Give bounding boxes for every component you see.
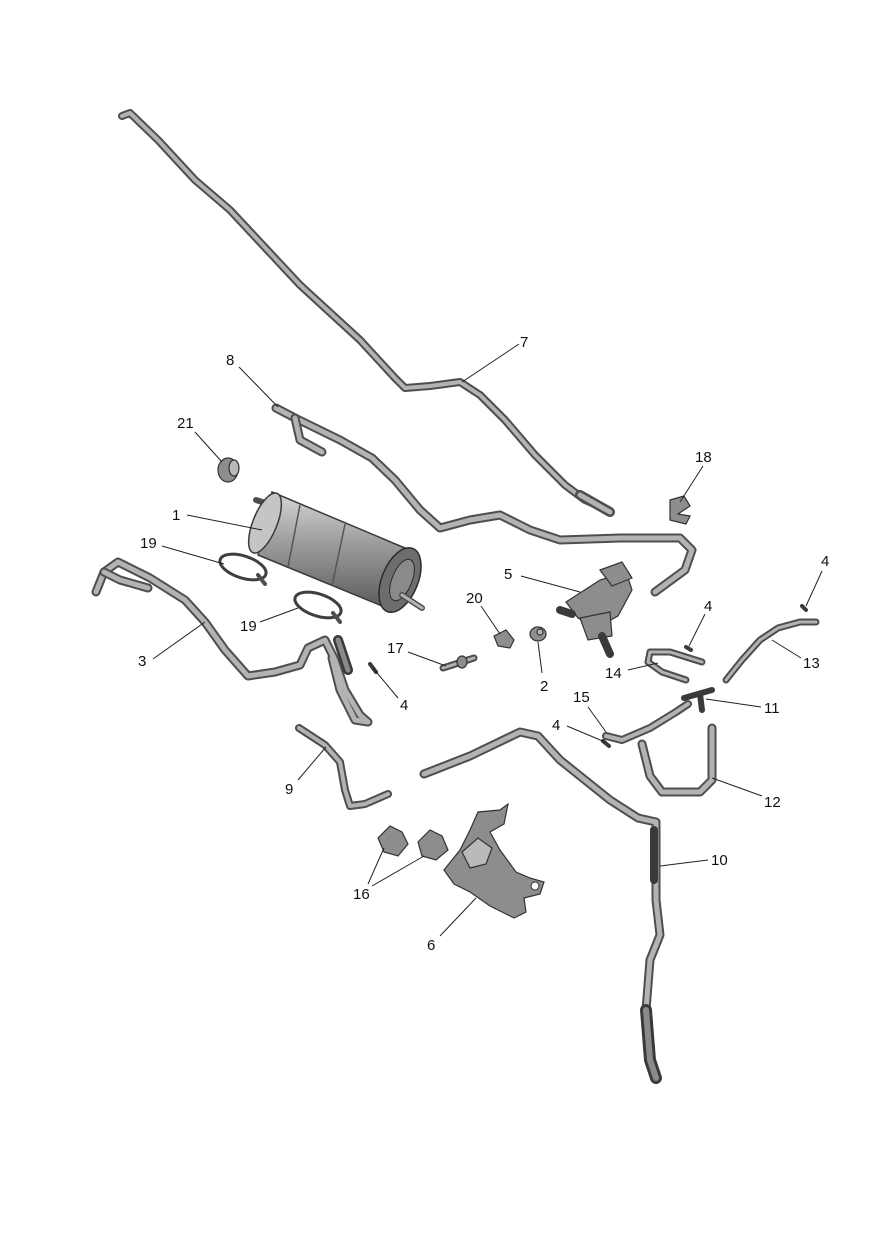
callout-4-d: 4: [552, 717, 560, 734]
callout-20: 20: [466, 590, 483, 607]
leader-4b: [805, 570, 823, 607]
callout-18: 18: [695, 449, 712, 466]
leader-16b: [371, 855, 425, 887]
part-1-canister: [247, 490, 425, 613]
callout-16: 16: [353, 886, 370, 903]
leader-3: [152, 621, 206, 660]
callout-4-b: 4: [821, 553, 829, 570]
part-13-tube: [722, 618, 820, 684]
callout-15: 15: [573, 689, 590, 706]
part-21-fitting: [217, 457, 240, 483]
part-4-clip-c: [684, 645, 693, 652]
part-19-clamps: [218, 552, 343, 624]
callout-8: 8: [226, 352, 234, 369]
callout-4-c: 4: [704, 598, 712, 615]
leader-9: [297, 746, 327, 781]
callout-2: 2: [540, 678, 548, 695]
leader-4a: [372, 667, 399, 699]
leader-19b: [259, 607, 299, 623]
part-11-tee: [681, 687, 715, 713]
part-12-tube: [637, 723, 717, 797]
callout-6: 6: [427, 937, 435, 954]
callout-13: 13: [803, 655, 820, 672]
callout-3: 3: [138, 653, 146, 670]
callout-11: 11: [764, 700, 780, 717]
leader-2: [537, 641, 543, 674]
part-18-clip: [669, 495, 691, 525]
leader-4d: [566, 725, 606, 743]
callout-7: 7: [520, 334, 528, 351]
callout-19-b: 19: [240, 618, 257, 635]
callout-19-a: 19: [140, 535, 157, 552]
callout-labels: 1 2 3 4 4 4 4 5 6 7 8 9 10 11 12 13 14 1…: [138, 334, 829, 954]
callout-14: 14: [605, 665, 622, 682]
part-17-connector: [439, 654, 478, 672]
callout-5: 5: [504, 566, 512, 583]
part-14-tube: [644, 648, 706, 684]
leader-11: [705, 698, 762, 708]
leader-19a: [161, 545, 225, 565]
callout-9: 9: [285, 781, 293, 798]
part-2-cap: [529, 626, 547, 642]
leader-10: [659, 859, 709, 867]
part-15-tube: [602, 700, 692, 744]
part-8-tube: [271, 403, 697, 597]
part-20-clip: [493, 629, 515, 649]
callout-17: 17: [387, 640, 404, 657]
callout-21: 21: [177, 415, 194, 432]
leader-17: [407, 651, 447, 667]
part-3-tube: [91, 557, 373, 727]
callout-10: 10: [711, 852, 728, 869]
leader-4c: [688, 613, 706, 647]
part-5-valve: [556, 561, 633, 658]
part-16-clips: [377, 825, 449, 861]
callout-4-a: 4: [400, 697, 408, 714]
leader-6: [439, 897, 477, 937]
leader-18: [679, 465, 704, 503]
leader-21: [194, 431, 223, 463]
part-7-long-tube: [118, 109, 615, 517]
leader-20: [480, 605, 501, 635]
part-9-tube: [295, 724, 392, 810]
leader-12: [711, 777, 763, 797]
leader-13: [771, 639, 802, 659]
leader-15: [587, 706, 607, 733]
part-6-bracket: [443, 802, 545, 919]
leader-14: [627, 662, 659, 671]
part-4-clip-b: [800, 604, 808, 612]
leader-1: [186, 514, 263, 531]
leader-lines: [152, 343, 823, 937]
part-10-tube: [419, 727, 665, 1084]
leader-8: [238, 366, 279, 408]
leader-16a: [367, 847, 385, 885]
callout-12: 12: [764, 794, 781, 811]
leader-5: [520, 575, 581, 593]
leader-7: [461, 343, 520, 383]
callout-1: 1: [172, 507, 180, 524]
